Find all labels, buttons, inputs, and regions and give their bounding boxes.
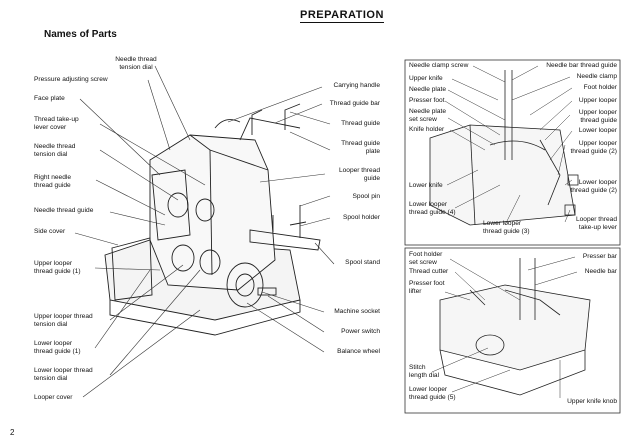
label-carrying-handle: Carrying handle [333, 82, 380, 89]
label-upper-looper-thread-guide-1: Upper looper thread guide (1) [34, 260, 81, 275]
page-number: 2 [10, 428, 15, 437]
label-lower-looper-thread-guide-3: Lower looper thread guide (3) [483, 220, 530, 235]
label-needle-clamp: Needle clamp [576, 73, 617, 80]
label-needle-plate-set-screw: Needle plate set screw [409, 108, 447, 123]
main-leader-lines [74, 65, 335, 398]
label-power-switch: Power switch [341, 328, 380, 335]
label-upper-knife: Upper knife [409, 75, 443, 82]
label-right-needle-thread-guide: Right needle thread guide [34, 174, 72, 189]
label-spool-pin: Spool pin [352, 193, 381, 200]
label-looper-cover: Looper cover [34, 394, 73, 401]
label-upper-looper-thread-guide: Upper looper thread guide [578, 109, 617, 124]
label-thread-guide-bar: Thread guide bar [329, 100, 380, 107]
label-lower-looper: Lower looper [578, 127, 617, 134]
label-upper-looper: Upper looper [578, 97, 617, 104]
label-thread-guide: Thread guide [341, 120, 380, 127]
label-upper-looper-thread-guide-2: Upper looper thread guide (2) [570, 140, 617, 155]
label-needle-clamp-screw: Needle clamp screw [409, 62, 469, 69]
section-title: Names of Parts [44, 29, 117, 40]
label-spool-stand: Spool stand [345, 259, 380, 266]
label-thread-guide-plate: Thread guide plate [341, 140, 380, 155]
label-lower-looper-thread-tension-dial: Lower looper thread tension dial [34, 367, 93, 382]
label-upper-looper-thread-tension-dial: Upper looper thread tension dial [34, 313, 93, 328]
label-lower-looper-thread-guide-2: Lower looper thread guide (2) [570, 179, 617, 194]
label-pressure-adjusting-screw: Pressure adjusting screw [34, 76, 108, 83]
bottom-right-leader-lines [431, 256, 578, 398]
label-knife-holder: Knife holder [409, 126, 445, 133]
label-stitch-length-dial: Stitch length dial [409, 364, 440, 379]
label-presser-foot-lifter: Presser foot lifter [409, 280, 445, 295]
looper-detail-drawing [404, 59, 621, 246]
label-needle-bar-thread-guide: Needle bar thread guide [546, 62, 617, 69]
label-machine-socket: Machine socket [334, 308, 380, 315]
label-needle-thread-guide: Needle thread guide [34, 207, 94, 214]
label-looper-thread-take-up-lever: Looper thread take-up lever [575, 216, 617, 231]
label-face-plate: Face plate [34, 95, 65, 102]
label-balance-wheel: Balance wheel [337, 348, 380, 355]
label-thread-cutter: Thread cutter [409, 268, 449, 275]
label-looper-thread-guide: Looper thread guide [338, 167, 380, 182]
label-foot-holder-set-screw: Foot holder set screw [409, 251, 443, 266]
label-needle-thread-tension-dial: Needle thread tension dial [34, 143, 76, 158]
label-needle-thread-tension-dial-top: Needle thread tension dial [115, 56, 157, 71]
label-presser-bar: Presser bar [582, 253, 617, 260]
label-lower-looper-thread-guide-4: Lower looper thread guide (4) [409, 201, 456, 216]
serger-machine-drawing [104, 103, 321, 336]
top-right-leader-lines [444, 65, 573, 226]
label-side-cover: Side cover [34, 228, 66, 235]
label-spool-holder: Spool holder [342, 214, 380, 221]
page-header-title: PREPARATION [300, 9, 384, 23]
label-thread-take-up-lever-cover: Thread take-up lever cover [34, 116, 79, 131]
label-lower-knife: Lower knife [409, 182, 443, 189]
label-presser-foot: Presser foot [409, 97, 445, 104]
label-upper-knife-knob: Upper knife knob [567, 398, 617, 405]
label-lower-looper-thread-guide-5: Lower looper thread guide (5) [409, 386, 456, 401]
label-needle-plate: Needle plate [409, 86, 447, 93]
label-needle-bar: Needle bar [584, 268, 617, 275]
label-lower-looper-thread-guide-1: Lower looper thread guide (1) [34, 340, 81, 355]
label-foot-holder: Foot holder [583, 84, 617, 91]
presser-detail-drawing [404, 247, 621, 414]
